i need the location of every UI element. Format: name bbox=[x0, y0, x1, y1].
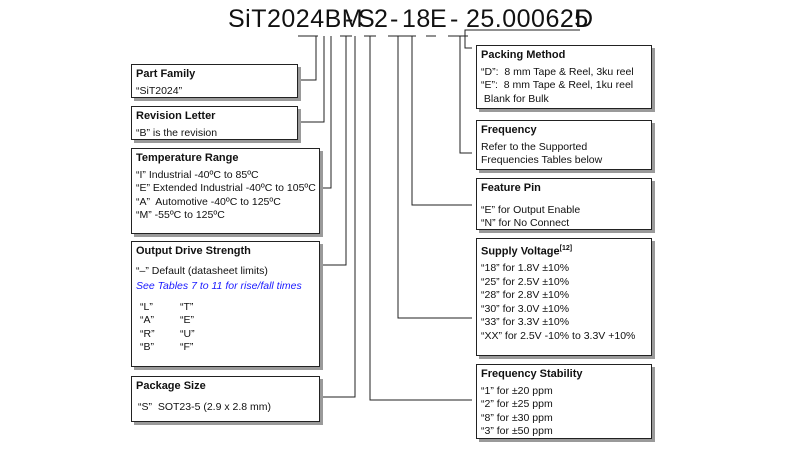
stability-line: “8” for ±30 ppm bbox=[481, 411, 553, 424]
frequency-title: Frequency bbox=[481, 124, 537, 136]
temperature-range-title: Temperature Range bbox=[136, 152, 239, 164]
stability-line: “2” for ±25 ppm bbox=[481, 398, 553, 410]
voltage-line: “28” for 2.8V ±10% bbox=[481, 289, 570, 302]
pn-segment-feature-pin: E bbox=[430, 5, 448, 33]
feature-pin-line: “E” for Output Enable bbox=[481, 203, 581, 216]
temperature-line: “M” -55ºC to 125ºC bbox=[136, 209, 225, 221]
package-size-line: “S” SOT23-5 (2.9 x 2.8 mm) bbox=[138, 400, 272, 413]
voltage-line: “18” for 1.8V ±10% bbox=[481, 262, 570, 275]
drive-code: “F” bbox=[180, 341, 194, 353]
pn-segment-packing: D bbox=[575, 5, 594, 33]
package-size-title: Package Size bbox=[136, 380, 206, 392]
packing-line: “D”: 8 mm Tape & Reel, 3ku reel bbox=[481, 65, 634, 78]
package-size-box: Package Size “S” SOT23-5 (2.9 x 2.8 mm) bbox=[131, 376, 320, 422]
packing-method-box: Packing Method “D”: 8 mm Tape & Reel, 3k… bbox=[476, 45, 652, 109]
part-family-box: Part Family “SiT2024” bbox=[131, 64, 298, 98]
frequency-stability-box: Frequency Stability “1” for ±20 ppm “2” … bbox=[476, 364, 652, 439]
drive-code: “R” bbox=[140, 327, 155, 340]
pn-segment-package: S bbox=[358, 5, 376, 33]
connector-packing bbox=[464, 29, 474, 49]
connector-voltage bbox=[397, 36, 472, 319]
part-family-title: Part Family bbox=[136, 68, 196, 80]
frequency-line: Refer to the Supported bbox=[481, 140, 588, 153]
feature-pin-box: Feature Pin “E” for Output Enable “N” fo… bbox=[476, 178, 652, 230]
frequency-line: Frequencies Tables below bbox=[481, 154, 603, 166]
supply-voltage-footnote: [12] bbox=[559, 245, 573, 252]
pn-segment-dash: - bbox=[450, 5, 459, 33]
drive-code: “A” bbox=[140, 314, 154, 326]
revision-letter-title: Revision Letter bbox=[136, 110, 216, 122]
drive-default-line: “–” Default (datasheet limits) bbox=[136, 264, 268, 277]
packing-line: “E”: 8 mm Tape & Reel, 1ku reel bbox=[481, 79, 634, 91]
stability-line: “3” for ±50 ppm bbox=[481, 425, 553, 437]
voltage-line: “25” for 2.5V ±10% bbox=[481, 275, 570, 288]
drive-code: “E” bbox=[180, 314, 194, 326]
feature-pin-title: Feature Pin bbox=[481, 182, 541, 194]
packing-line: Blank for Bulk bbox=[481, 92, 549, 105]
temperature-line: “E” Extended Industrial -40ºC to 105ºC bbox=[136, 182, 316, 194]
pn-segment-frequency: 25.000625 bbox=[466, 5, 589, 33]
connector-drive bbox=[320, 36, 347, 266]
connector-frequency bbox=[459, 36, 472, 154]
supply-voltage-title-text: Supply Voltage bbox=[481, 245, 560, 258]
feature-pin-line: “N” for No Connect bbox=[481, 217, 570, 229]
voltage-line: “30” for 3.0V ±10% bbox=[481, 302, 570, 315]
revision-letter-line: “B” is the revision bbox=[136, 126, 218, 139]
connector-stability bbox=[369, 36, 472, 401]
drive-code: “L” bbox=[140, 300, 153, 313]
output-drive-strength-box: Output Drive Strength “–” Default (datas… bbox=[131, 241, 320, 367]
connector-revision bbox=[298, 36, 325, 123]
drive-note: See Tables 7 to 11 for rise/fall times bbox=[136, 280, 302, 292]
pn-segment-voltage: 18 bbox=[402, 5, 431, 33]
drive-code: “U” bbox=[180, 327, 195, 340]
connector-part-family bbox=[298, 36, 317, 81]
packing-method-title: Packing Method bbox=[481, 49, 566, 61]
connector-feature-pin bbox=[411, 36, 472, 206]
connector-temperature bbox=[320, 36, 332, 189]
drive-code-grid: “L” “T” “A” “E” “R” “U” “B” “F” bbox=[140, 301, 315, 355]
part-family-line: “SiT2024” bbox=[136, 84, 183, 97]
connector-package bbox=[320, 36, 356, 398]
frequency-box: Frequency Refer to the Supported Frequen… bbox=[476, 120, 652, 170]
temperature-line: “I” Industrial -40ºC to 85ºC bbox=[136, 168, 259, 181]
pn-segment-dash: - bbox=[390, 5, 399, 33]
drive-code: “B” bbox=[140, 341, 154, 353]
supply-voltage-title: Supply Voltage[12] bbox=[481, 242, 647, 259]
drive-code: “T” bbox=[180, 300, 194, 313]
part-number: SiT2024BM - S 2 - 18 E - 25.000625 D bbox=[0, 4, 800, 364]
supply-voltage-box: Supply Voltage[12] “18” for 1.8V ±10% “2… bbox=[476, 238, 652, 356]
temperature-range-box: Temperature Range “I” Industrial -40ºC t… bbox=[131, 148, 320, 234]
voltage-line: “33” for 3.3V ±10% bbox=[481, 316, 570, 329]
output-drive-strength-title: Output Drive Strength bbox=[136, 245, 251, 257]
pn-segment-dash: - bbox=[345, 5, 354, 33]
frequency-stability-title: Frequency Stability bbox=[481, 368, 583, 380]
pn-segment-temperature: 2 bbox=[374, 5, 389, 33]
voltage-line: “XX” for 2.5V -10% to 3.3V +10% bbox=[481, 329, 636, 342]
temperature-line: “A” Automotive -40ºC to 125ºC bbox=[136, 195, 281, 208]
revision-letter-box: Revision Letter “B” is the revision bbox=[131, 106, 298, 140]
stability-line: “1” for ±20 ppm bbox=[481, 384, 553, 397]
pn-segment-family: SiT2024BM bbox=[228, 5, 364, 33]
